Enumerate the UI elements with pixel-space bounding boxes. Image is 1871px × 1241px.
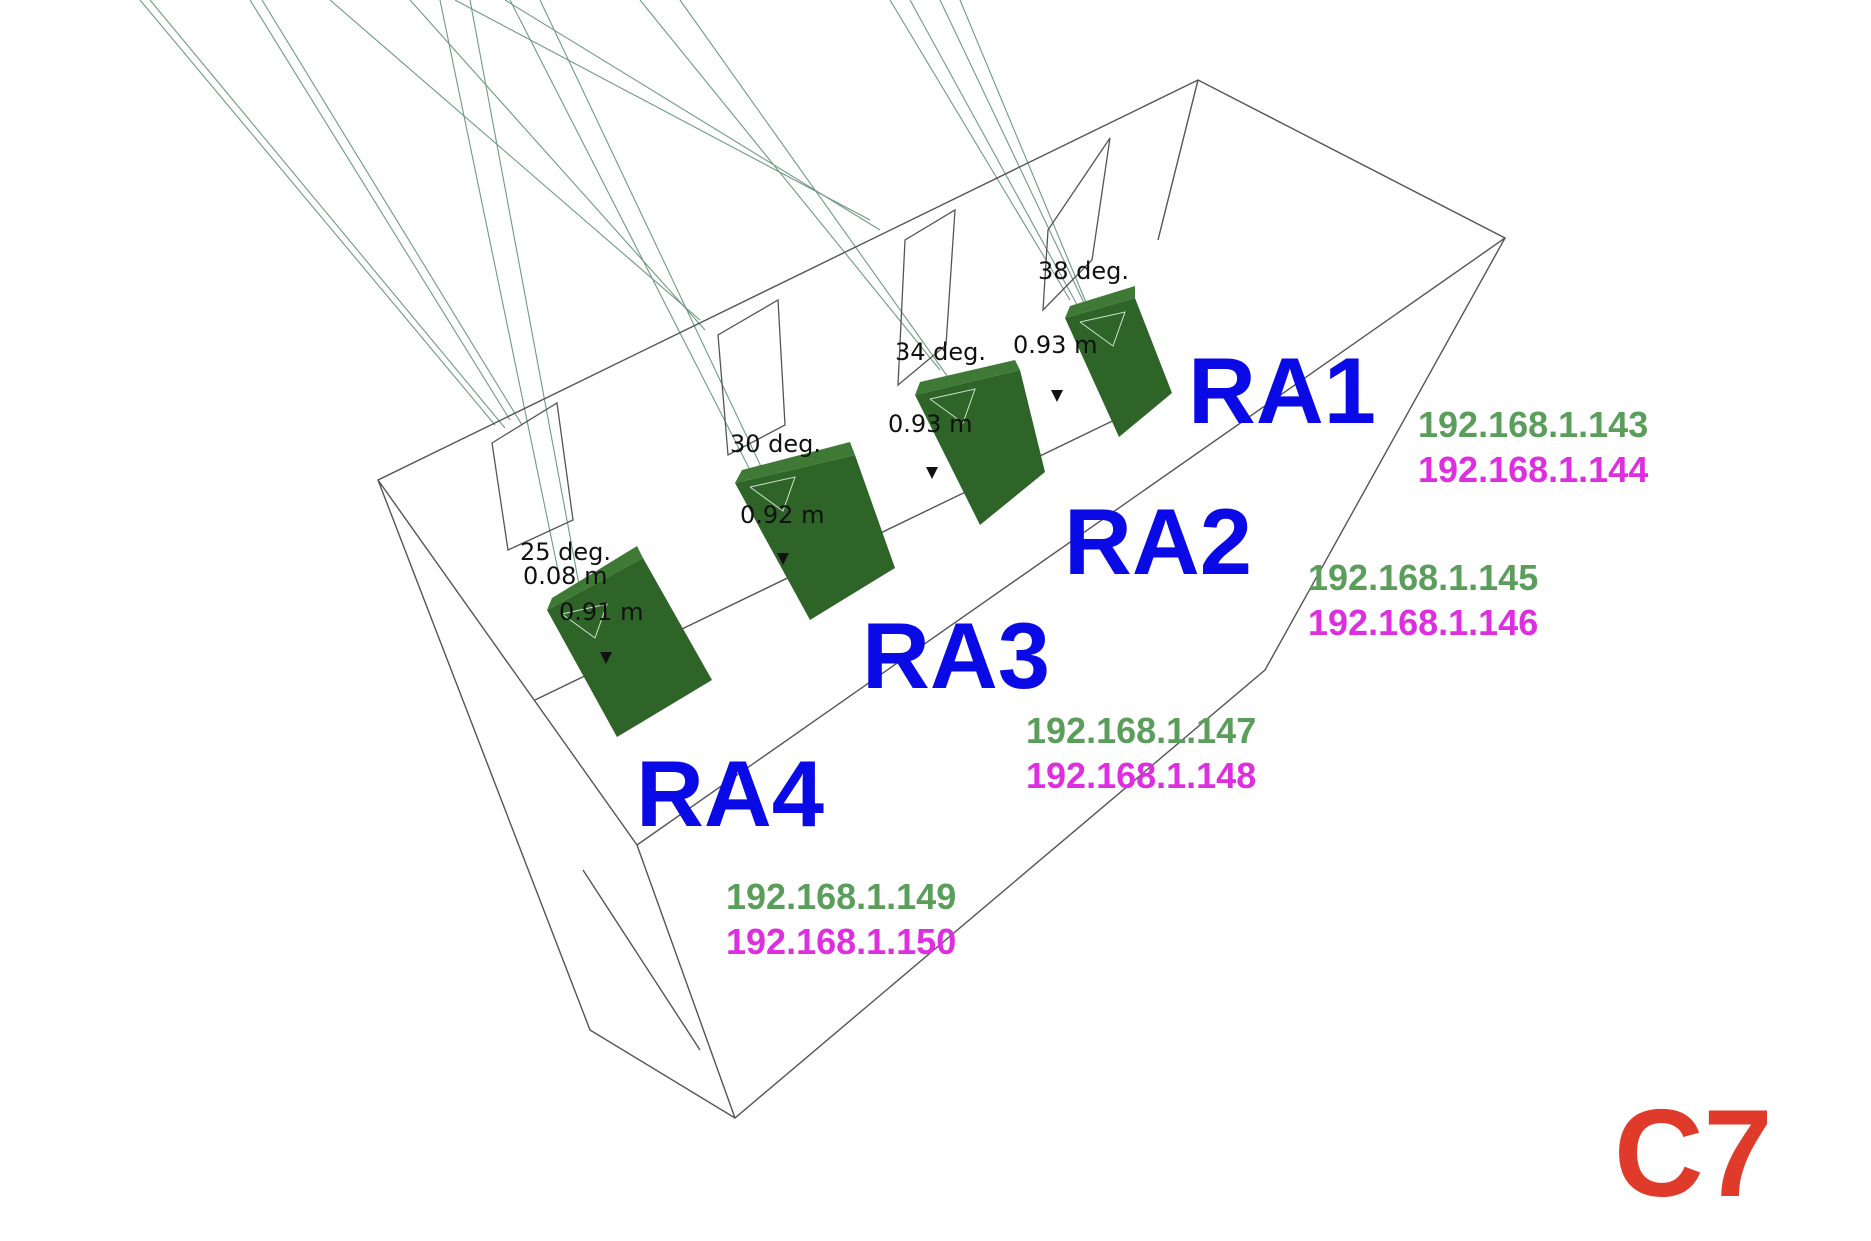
cabinet-top [735,442,855,483]
array-label: RA1 [1188,338,1376,443]
sight-line [409,0,706,331]
array-unit-ra1: 38 deg. 0.93 m RA1 192.168.1.143192.168.1.1… [1013,137,1648,490]
room-edge [1157,79,1199,241]
pointer-marker-icon [926,467,938,479]
cabinet-top [1065,286,1135,318]
room-edge [636,844,736,1119]
cabinet-body [915,370,1045,525]
cabinet-body [547,558,712,737]
display-panel-outline [491,401,574,551]
angle-readout: 25 deg. [520,538,611,566]
room-edge [582,869,701,1051]
ip-address-secondary: 192.168.1.150 [726,921,956,962]
projection-outline [929,388,976,424]
sight-line [889,0,1071,301]
sight-line [939,0,1086,306]
distance-readout: 0.93 m [888,410,972,438]
pointer-marker-icon [1051,390,1063,402]
angle-readout: 38 deg. [1038,257,1129,285]
room-top-outline [376,79,1507,846]
sight-line [959,0,1091,313]
ip-address-secondary: 192.168.1.148 [1026,755,1256,796]
sight-line [439,0,561,581]
cabinet-body [735,455,895,620]
sight-line [539,0,766,476]
array-unit-ra4: 25 deg.0.08 m 0.91 m RA4 192.168.1.149192.1… [491,401,956,962]
sight-line [149,0,506,429]
room-wireframe [376,79,1507,1119]
ip-address-primary: 192.168.1.145 [1308,557,1538,598]
distance-readout: 0.93 m [1013,331,1097,359]
sight-line [679,0,951,381]
distance-readout-secondary: 0.08 m [523,562,607,590]
display-panel-outline [897,208,956,387]
cabinet-body [1065,298,1172,437]
ip-address-primary: 192.168.1.147 [1026,710,1256,751]
angle-readout: 34 deg. [895,338,986,366]
projection-outline [749,476,796,512]
array-label: RA2 [1064,489,1252,594]
projection-outline [1079,311,1126,347]
ip-address-secondary: 192.168.1.146 [1308,602,1538,643]
display-panel-outline [717,298,786,457]
cabinet-top [547,546,643,610]
corner-label: C7 [1614,1085,1773,1223]
ip-address-primary: 192.168.1.149 [726,876,956,917]
display-panel-outline [1042,137,1111,312]
sight-line [469,0,581,591]
sight-line [249,0,511,421]
array-unit-ra3: 30 deg. 0.92 m RA3192.168.1.147192.168.1.1… [717,298,1256,796]
ip-address-primary: 192.168.1.143 [1418,404,1648,445]
sight-line [909,0,1081,311]
pointer-marker-icon [600,652,612,664]
cabinet-top [915,360,1020,395]
sight-line [329,0,701,321]
sight-lines [139,0,1091,591]
sight-line [139,0,496,426]
projection-outline [561,603,608,639]
distance-readout: 0.91 m [559,598,643,626]
sight-line [509,0,751,471]
sight-line [504,0,881,231]
array-label: RA3 [862,603,1050,708]
ip-address-secondary: 192.168.1.144 [1418,449,1648,490]
array-label: RA4 [636,741,824,846]
sight-line [261,0,523,426]
pointer-marker-icon [777,553,789,565]
distance-readout: 0.92 m [740,501,824,529]
angle-readout: 30 deg. [730,430,821,458]
sight-line [639,0,941,371]
array-unit-ra2: 34 deg. 0.93 m RA2 192.168.1.145192.168.1.1… [888,208,1538,643]
sight-line [454,0,871,221]
